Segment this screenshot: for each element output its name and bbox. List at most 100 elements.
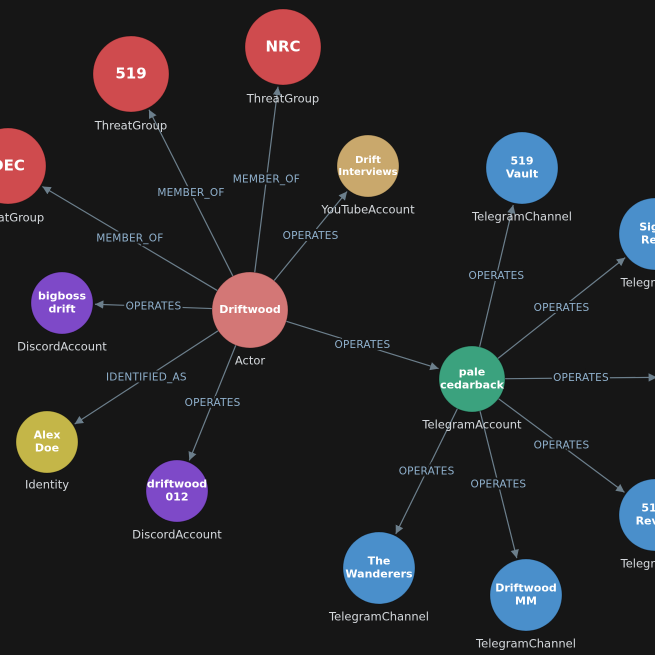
graph-edge[interactable]: OPERATES xyxy=(497,257,626,359)
node-circle xyxy=(489,558,563,632)
graph-edge[interactable]: OPERATES xyxy=(286,320,439,371)
graph-edge[interactable]: MEMBER_OF xyxy=(42,185,218,292)
nodes-layer: NRCThreatGroup519ThreatGroupDECThreatGro… xyxy=(0,8,655,651)
node-label: Driftwood xyxy=(495,582,557,595)
node-circle xyxy=(211,271,289,349)
graph-node-revi[interactable]: 51ReviTelegram xyxy=(618,478,655,571)
edge-line xyxy=(498,398,625,493)
node-circle xyxy=(336,134,400,198)
graph-edge[interactable]: OPERATES xyxy=(273,191,348,281)
edge-label: OPERATES xyxy=(399,465,455,477)
node-type-label: DiscordAccount xyxy=(132,528,222,542)
node-label: Driftwood xyxy=(219,303,281,316)
node-circle xyxy=(342,531,416,605)
edge-label: MEMBER_OF xyxy=(157,187,224,199)
node-circle xyxy=(618,478,655,552)
node-label: Vault xyxy=(506,168,538,181)
node-type-label: ThreatGroup xyxy=(0,211,44,225)
node-type-label: TelegramChannel xyxy=(475,637,576,651)
graph-edge[interactable]: OPERATES xyxy=(94,298,213,314)
node-label: bigboss xyxy=(38,290,86,303)
node-type-label: TelegramChannel xyxy=(471,210,572,224)
node-circle xyxy=(30,271,94,335)
edge-line xyxy=(188,345,237,461)
node-label: driftwood xyxy=(147,478,207,491)
edge-line xyxy=(254,86,282,273)
edge-label: OPERATES xyxy=(470,479,526,491)
node-label: drift xyxy=(48,303,75,316)
node-circle xyxy=(485,131,559,205)
edge-line xyxy=(74,330,219,425)
node-label: Doe xyxy=(35,442,59,455)
node-label: Revi xyxy=(636,515,655,528)
graph-edge[interactable]: MEMBER_OF xyxy=(148,109,234,277)
node-type-label: TelegramChannel xyxy=(328,610,429,624)
node-label: Wanderers xyxy=(345,568,413,581)
node-type-label: Telegram xyxy=(620,276,655,290)
graph-node-dec[interactable]: DECThreatGroup xyxy=(0,127,47,225)
node-label: NRC xyxy=(265,38,300,56)
graph-edge[interactable]: OPERATES xyxy=(395,408,458,535)
graph-edge[interactable]: OPERATES xyxy=(467,204,526,348)
graph-edge[interactable]: OPERATES xyxy=(504,370,655,386)
edge-line xyxy=(395,408,458,535)
node-label: 51 xyxy=(641,502,655,515)
node-type-label: Identity xyxy=(25,478,69,492)
node-label: 519 xyxy=(115,65,146,83)
edge-label: OPERATES xyxy=(553,372,609,384)
edge-label: OPERATES xyxy=(283,230,339,242)
node-circle xyxy=(145,459,209,523)
edge-line xyxy=(42,185,218,292)
graph-edge[interactable]: MEMBER_OF xyxy=(231,86,302,273)
edge-label: OPERATES xyxy=(534,440,590,452)
graph-edge[interactable]: OPERATES xyxy=(183,345,242,461)
node-type-label: ThreatGroup xyxy=(246,92,319,106)
node-circle xyxy=(618,197,655,271)
graph-node-sig[interactable]: SigReTelegram xyxy=(618,197,655,290)
graph-edge[interactable]: OPERATES xyxy=(498,398,625,493)
edge-label: OPERATES xyxy=(469,270,525,282)
node-label: pale xyxy=(459,366,486,379)
graph-node-nrc[interactable]: NRC ThreatGroup xyxy=(244,8,322,106)
node-circle xyxy=(15,410,79,474)
node-label: Drift xyxy=(355,155,381,166)
node-label: cedarback xyxy=(440,379,505,392)
node-type-label: TelegramAccount xyxy=(421,418,522,432)
node-label: Interviews xyxy=(338,167,397,178)
graph-edge[interactable]: IDENTIFIED_AS xyxy=(74,330,219,425)
node-label: MM xyxy=(515,595,537,608)
node-label: Alex xyxy=(34,429,61,442)
edge-label: MEMBER_OF xyxy=(233,173,300,185)
node-label: Sig xyxy=(639,221,655,234)
node-label: Re xyxy=(641,234,655,247)
edge-label: IDENTIFIED_AS xyxy=(106,371,187,383)
edge-line xyxy=(479,204,516,348)
edge-line xyxy=(273,191,348,281)
node-label: The xyxy=(368,555,391,568)
edge-label: OPERATES xyxy=(335,339,391,351)
edge-line xyxy=(504,373,655,382)
node-circle xyxy=(0,127,47,205)
node-label: 012 xyxy=(166,491,189,504)
node-type-label: Telegram xyxy=(620,557,655,571)
node-circle xyxy=(244,8,322,86)
edge-label: OPERATES xyxy=(126,300,182,312)
graph-edge[interactable]: OPERATES xyxy=(468,410,528,559)
node-type-label: DiscordAccount xyxy=(17,340,107,354)
node-circle xyxy=(92,35,170,113)
node-circle xyxy=(438,345,506,413)
node-label: 519 xyxy=(511,155,534,168)
edge-label: OPERATES xyxy=(185,397,241,409)
node-type-label: YouTubeAccount xyxy=(320,203,415,217)
